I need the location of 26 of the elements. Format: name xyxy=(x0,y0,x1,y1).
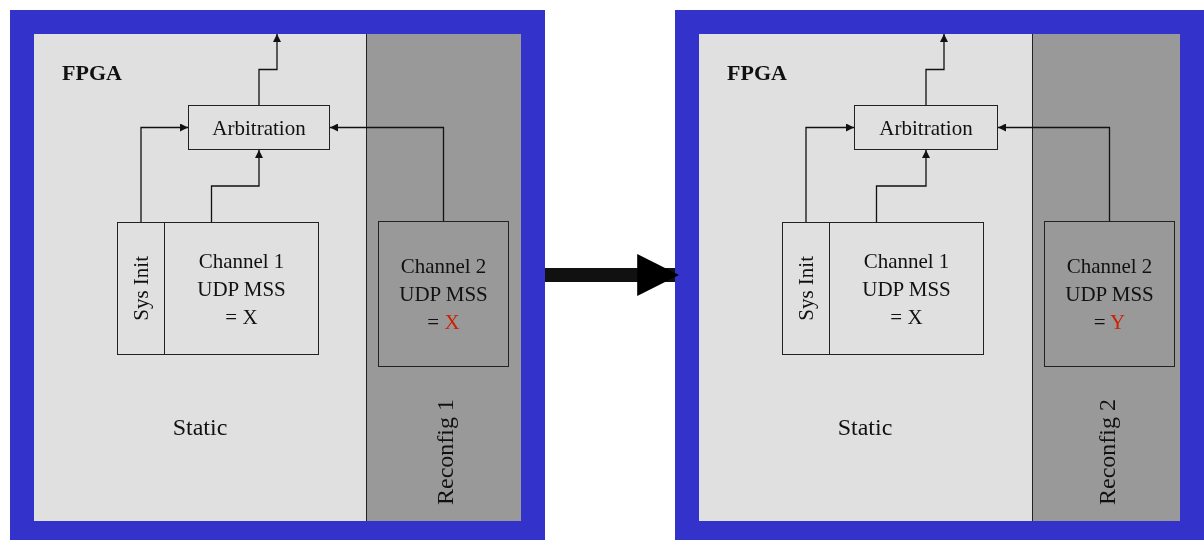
arrow xyxy=(925,33,948,106)
block-box: Sys Init xyxy=(782,222,830,355)
fpga-panel xyxy=(675,10,1204,540)
block-box: Sys Init xyxy=(117,222,165,355)
block-box: Channel 2 UDP MSS = Y xyxy=(1044,221,1175,367)
reconfig-region xyxy=(1032,34,1180,521)
fpga-panel xyxy=(10,10,545,540)
block-box: Channel 2 UDP MSS = X xyxy=(378,221,509,367)
reconfig-region xyxy=(366,34,521,521)
region-label: Reconfig 1 xyxy=(431,399,459,505)
region-label: Static xyxy=(837,413,893,441)
block-box: Arbitration xyxy=(188,105,330,150)
arrow xyxy=(875,149,930,223)
arrow xyxy=(210,149,263,223)
block-box: Channel 1 UDP MSS = X xyxy=(829,222,984,355)
block-box: Arbitration xyxy=(854,105,998,150)
panel-title: FPGA xyxy=(62,60,122,86)
panel-title: FPGA xyxy=(727,60,787,86)
arrow xyxy=(140,123,189,223)
arrow xyxy=(997,123,1111,222)
arrow xyxy=(329,123,445,222)
region-label: Reconfig 2 xyxy=(1093,399,1121,505)
block-box: Channel 1 UDP MSS = X xyxy=(164,222,319,355)
region-label: Static xyxy=(172,413,228,441)
arrow xyxy=(805,123,855,223)
arrow xyxy=(258,33,281,106)
